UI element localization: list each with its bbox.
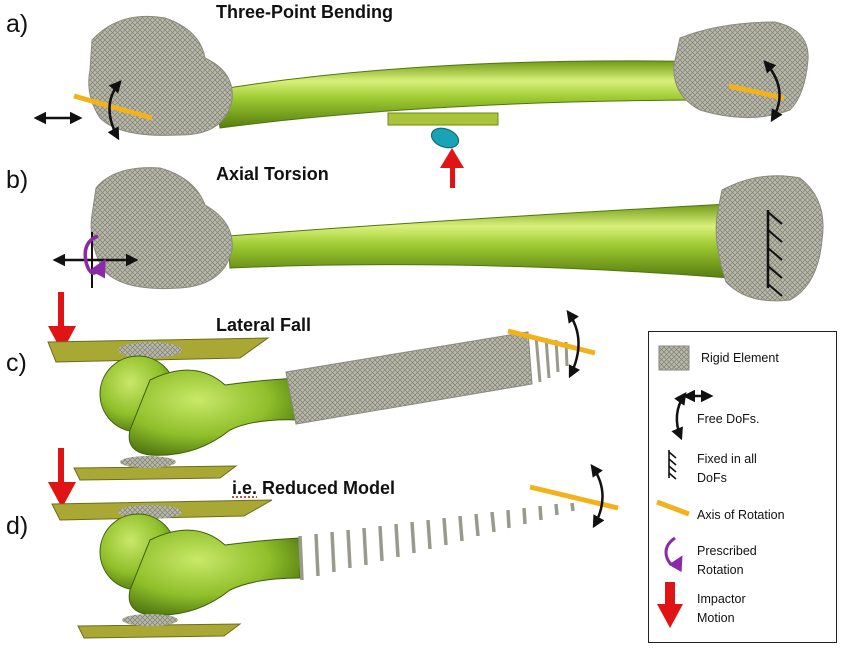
legend-icons [656,345,714,628]
bottom-plate [77,623,242,639]
free-dof-rotation-icon [590,463,605,529]
femoral-neck-trochanter [128,529,301,616]
free-dofs-rotation-icon [671,391,687,441]
axis-of-rotation-icon [656,499,690,517]
legend-free-dofs-label: Free DoFs. [697,412,760,426]
free-dof-rotation-proximal-icon [107,80,122,141]
bottom-plate [73,465,238,481]
proximal-mesh [90,167,233,290]
proximal-mesh [88,15,233,136]
reduced-beam-lines [298,502,575,581]
panel-c-femur [47,292,596,481]
impactor-arrow-icon [48,448,76,508]
panel-a-femur [33,15,809,188]
axis-of-rotation [507,328,596,356]
panel-b-title: Axial Torsion [216,164,329,184]
panel-d-title-rest: Reduced Model [257,478,396,498]
legend-prescribed-label-2: Rotation [697,563,744,577]
prescribed-rotation-icon [664,536,683,573]
bottom-contact-mesh [122,614,178,626]
panel-c-label: c) [6,349,27,377]
legend-prescribed-label-1: Prescribed [697,544,757,558]
impactor-arrow-icon [440,148,464,188]
legend-fixed-label-2: DoFs [697,471,727,485]
free-dof-rotation-distal-icon [763,60,783,123]
panel-d-femur [48,448,619,639]
impactor-motion-icon [657,582,683,628]
legend-axis-label: Axis of Rotation [697,508,785,522]
roller-icon [430,127,460,149]
panel-c-title: Lateral Fall [216,315,312,335]
panel-b-label: b) [6,166,29,194]
panel-d-title: i.e. Reduced Model [232,478,395,499]
legend-box: Rigid Element Free DoFs. Fixed in all Do… [648,331,837,643]
panel-a-title: Three-Point Bending [216,2,393,22]
legend-fixed-label-1: Fixed in all [697,452,757,466]
fixed-support-hatch [767,211,783,297]
panel-d-title-prefix: i.e. [232,478,258,498]
legend-impactor-label-2: Motion [697,611,735,625]
shaft-mesh [285,331,533,425]
legend-impactor-label-1: Impactor [697,592,746,606]
free-dof-rotation-icon [566,309,581,379]
axis-of-rotation [529,484,619,511]
legend-rigid-element-label: Rigid Element [701,351,779,365]
rigid-element-icon [658,345,690,371]
fixed-all-dofs-icon [668,450,677,480]
bottom-contact-mesh [120,456,176,468]
loading-plate [387,112,499,126]
panel-a-label: a) [6,10,29,38]
prescribed-rotation-icon [83,234,106,279]
distal-mesh [715,175,824,302]
femoral-neck-trochanter [128,369,301,456]
top-contact-mesh [118,342,182,358]
panel-b-femur [52,167,824,302]
femur-shaft [227,203,731,279]
impactor-arrow-icon [48,292,76,352]
panel-d-label: d) [6,512,29,540]
distal-mesh [673,21,809,118]
